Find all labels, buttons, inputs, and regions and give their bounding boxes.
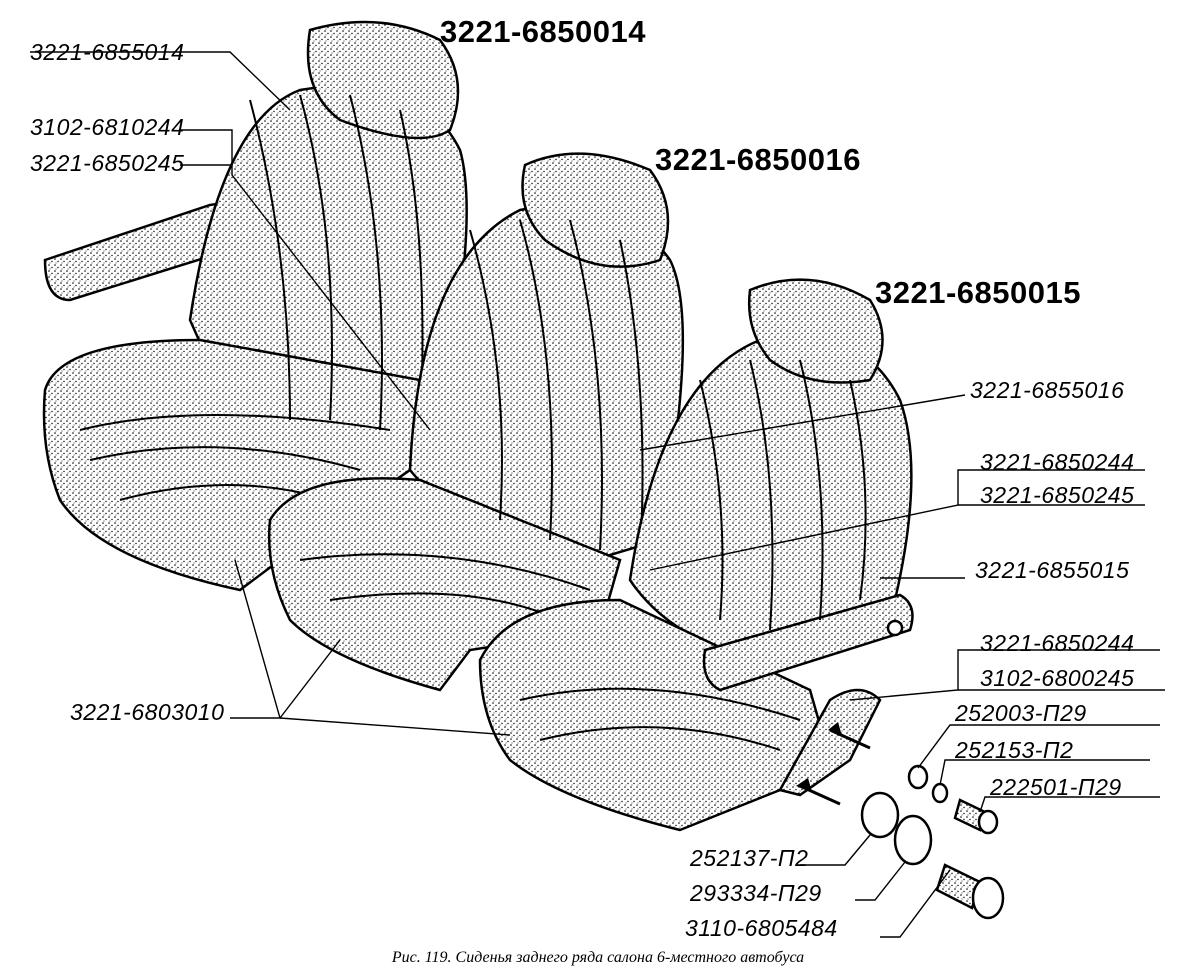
flat-washer-icon: [893, 814, 933, 866]
spring-washer-icon: [860, 791, 900, 839]
label-headrest-right: 3221-6855015: [975, 557, 1129, 583]
label-bracket-left-2: 3221-6850245: [30, 150, 184, 176]
label-seat-left: 3221-6850014: [440, 14, 646, 49]
figure-caption: Рис. 119. Сиденья заднего ряда салона 6-…: [391, 949, 804, 966]
hardware: [796, 722, 1005, 920]
label-seat-middle: 3221-6850016: [655, 142, 861, 177]
armrest-right: [702, 593, 914, 692]
label-headrest-middle: 3221-6855016: [970, 377, 1124, 403]
label-bolt-small: 222501-П29: [989, 774, 1122, 800]
washer-icon: [907, 764, 929, 790]
washer-icon: [931, 782, 949, 804]
label-headrest-left: 3221-6855014: [30, 39, 184, 65]
label-bolt-large: 3110-6805484: [685, 915, 838, 941]
label-seat-right: 3221-6850015: [875, 275, 1081, 310]
label-bracket-left-1: 3102-6810244: [30, 114, 184, 140]
label-cushion: 3221-6803010: [70, 699, 224, 725]
seat-right: [478, 278, 914, 832]
headrest-middle: [521, 152, 670, 268]
headrest-right: [748, 278, 884, 384]
label-washer-2: 252153-П2: [954, 737, 1073, 763]
label-right-bracket-1: 3221-6850244: [980, 449, 1134, 475]
label-flat-washer: 293334-П29: [689, 880, 822, 906]
headrest-left: [306, 20, 460, 140]
label-washer-1: 252003-П29: [954, 700, 1087, 726]
bracket-right: [778, 688, 882, 797]
label-spring-washer: 252137-П2: [689, 845, 808, 871]
label-armrest-1: 3221-6850244: [980, 630, 1134, 656]
cushion-right: [478, 598, 832, 832]
small-bolt-icon: [953, 798, 987, 832]
label-armrest-2: 3102-6800245: [980, 665, 1134, 691]
large-bolt-icon: [935, 863, 982, 910]
label-right-bracket-2: 3221-6850245: [980, 482, 1134, 508]
leader-lines: [30, 51, 1165, 938]
